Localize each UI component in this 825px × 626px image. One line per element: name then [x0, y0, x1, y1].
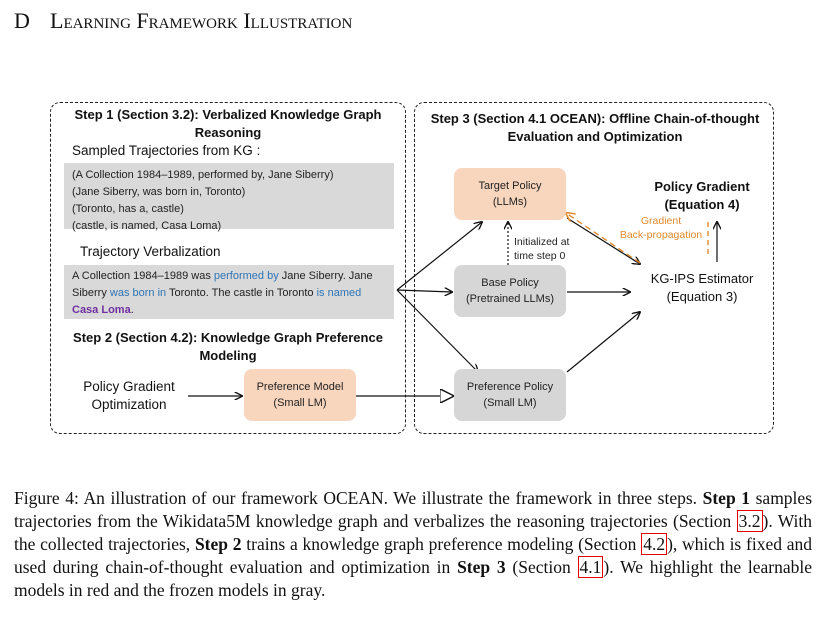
figure-caption: Figure 4: An illustration of our framewo…: [14, 488, 813, 600]
trajectory-item: (Toronto, has a, castle): [72, 203, 184, 215]
step1-step2-panel: [50, 102, 406, 434]
verbalized-trajectory: A Collection 1984–1989 was performed by …: [64, 265, 394, 319]
relation-highlight: performed by: [213, 270, 279, 282]
initialized-label: Initialized at time step 0: [514, 236, 570, 262]
verbalization-fan-arrows: [396, 222, 482, 372]
step2-title: Step 2 (Section 4.2): Knowledge Graph Pr…: [73, 330, 383, 363]
trajectory-verbalization-label: Trajectory Verbalization: [80, 244, 221, 259]
diagram-arrows: [188, 0, 825, 470]
estimator-input-arrows: [566, 217, 640, 373]
entity-highlight: Casa Loma: [72, 304, 131, 316]
relation-highlight: is named: [316, 287, 362, 299]
section-ref-link[interactable]: 4.2: [641, 533, 668, 555]
kg-ips-estimator-label: KG-IPS Estimator (Equation 3): [650, 271, 754, 304]
preference-model-node: Preference Model (Small LM): [244, 369, 356, 421]
section-ref-link[interactable]: 4.1: [577, 556, 604, 578]
trajectory-item: (Jane Siberry, was born in, Toronto): [72, 186, 246, 198]
trajectory-item: (A Collection 1984–1989, performed by, J…: [72, 169, 334, 181]
step1-title: Step 1 (Section 3.2): Verbalized Knowled…: [74, 107, 382, 140]
backprop-arrow: [566, 213, 641, 264]
section-ref-link[interactable]: 3.2: [736, 510, 763, 532]
appendix-title: Learning Framework Illustration: [50, 8, 353, 33]
appendix-letter: D: [14, 8, 30, 33]
preference-policy-node: Preference Policy (Small LM): [454, 369, 566, 421]
trajectory-item: (castle, is named, Casa Loma): [72, 220, 222, 232]
trajectory-list: (A Collection 1984–1989, performed by, J…: [64, 163, 394, 232]
base-policy-node: Base Policy (Pretrained LLMs): [454, 265, 566, 317]
step3-panel: [414, 102, 774, 434]
sampled-trajectories-label: Sampled Trajectories from KG :: [72, 143, 261, 158]
step3-title: Step 3 (Section 4.1 OCEAN): Offline Chai…: [430, 111, 760, 144]
appendix-heading: D Learning Framework Illustration: [14, 8, 352, 34]
relation-highlight: was born in: [109, 287, 167, 299]
target-policy-node: Target Policy (LLMs): [454, 168, 566, 220]
policy-gradient-label: Policy Gradient (Equation 4): [654, 179, 750, 212]
policy-gradient-optimization-label: Policy Gradient Optimization: [83, 379, 175, 412]
gradient-backprop-label: Gradient Back-propagation: [619, 215, 703, 241]
